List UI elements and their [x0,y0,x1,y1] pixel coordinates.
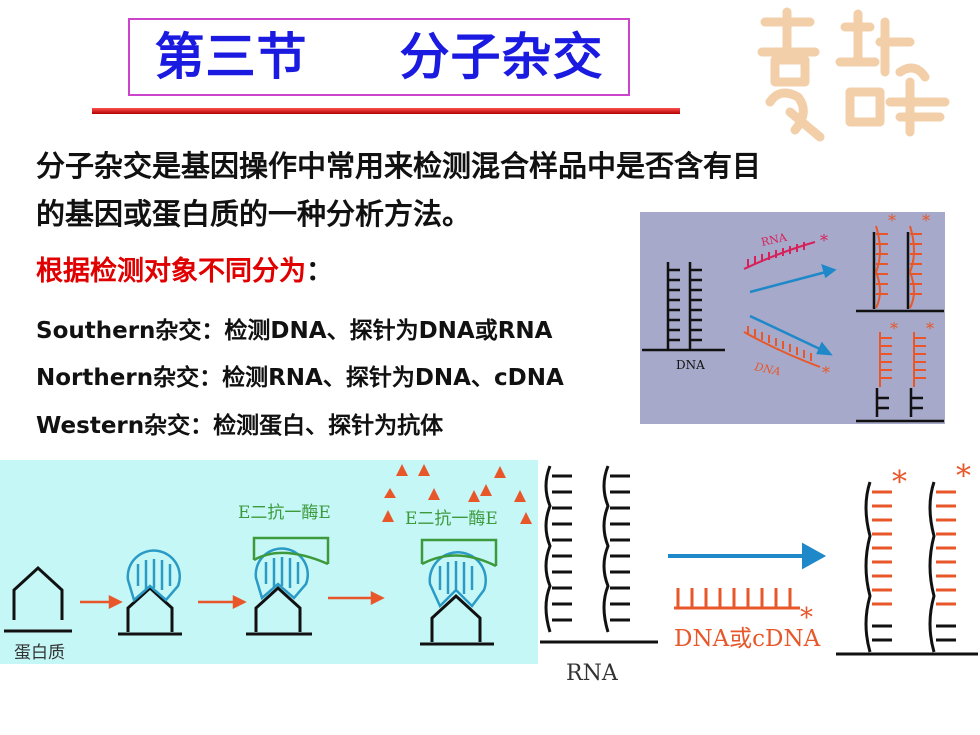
label-protein: 蛋白质 [14,643,65,663]
label-probe: DNA或cDNA [674,626,821,652]
probe-star: * [800,603,813,633]
category-colon: ： [306,256,333,287]
category-heading-row: 根据检测对象不同分为： [36,256,333,288]
star-1: * [888,212,896,230]
label-rna: RNA [566,661,619,686]
star-2: * [922,212,930,230]
hybridization-figure: DNA RNA * DNA * * * [640,211,945,424]
item-western: Western杂交：检测蛋白、探针为抗体 [36,413,444,439]
title-frame [128,18,630,96]
northern-diagram: * * * DNA或cDNA RNA [540,459,978,686]
label-rna-probe: RNA [760,231,789,249]
page-title: 第三节 分子杂交 [154,28,604,86]
star-right: * [956,459,971,494]
antibody-label-1: E二抗一酶E [238,503,331,523]
label-dna-probe: DNA [752,360,782,378]
item-northern: Northern杂交：检测RNA、探针为DNA、cDNA [36,365,564,391]
star-4: * [926,319,934,338]
star-left: * [892,465,907,500]
probe-star-rna: * [820,231,828,250]
protein-antigen-1 [12,565,64,620]
star-3: * [890,319,898,338]
hybridization-diagram: DNA RNA * DNA * * * [642,211,944,423]
title-underline [92,108,680,114]
intro-line-2: 的基因或蛋白质的一种分析方法。 [36,197,472,231]
category-heading: 根据检测对象不同分为 [36,256,306,287]
enzyme-products [382,464,532,524]
decorative-logo [757,7,950,142]
antibody-label-2: E二抗一酶E [405,509,498,529]
item-southern: Southern杂交：检测DNA、探针为DNA或RNA [36,318,553,344]
western-figure: E二抗一酶E E二抗一酶E 蛋白质 [0,460,538,664]
intro-line-1: 分子杂交是基因操作中常用来检测混合样品中是否含有目 [36,149,762,183]
label-dna: DNA [676,358,705,372]
probe-star-dna: * [822,363,830,382]
western-diagram: E二抗一酶E E二抗一酶E 蛋白质 [4,464,532,663]
